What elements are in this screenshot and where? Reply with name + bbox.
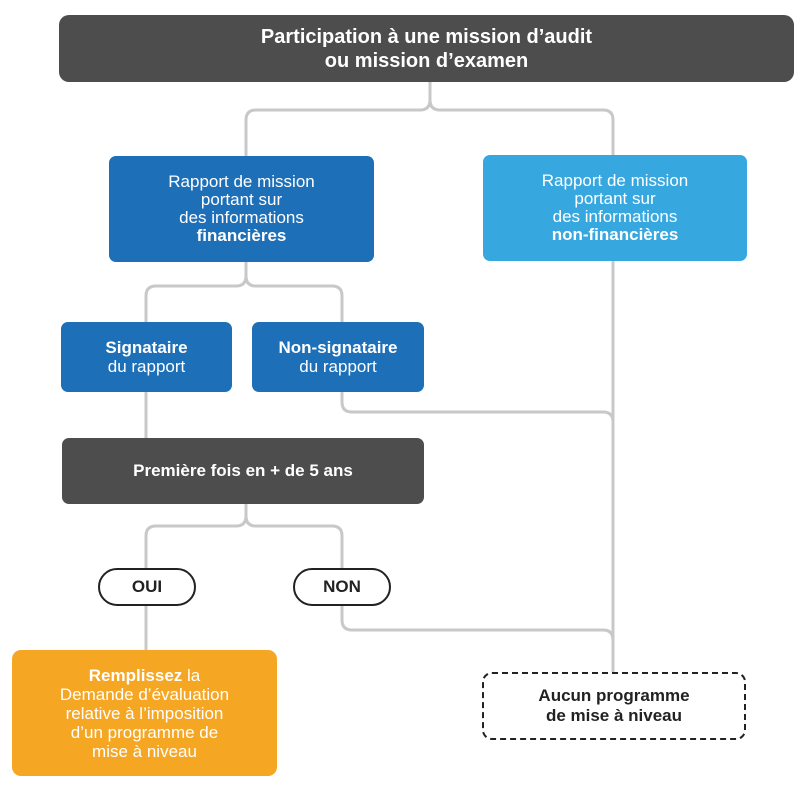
aucun-programme-box: Aucun programme de mise à niveau <box>482 672 746 740</box>
connector-financial-brace <box>144 260 248 324</box>
remplissez-rest: la <box>182 665 201 685</box>
remplissez-line2: Demande d’évaluation <box>59 684 230 704</box>
non-label: NON <box>323 577 361 596</box>
remplissez-line4: d’un programme de <box>70 722 219 742</box>
connector-top-brace <box>244 80 432 158</box>
nonfinancial-line4: non-financières <box>551 225 679 244</box>
premiere-fois-label: Première fois en + de 5 ans <box>133 461 353 480</box>
oui-label: OUI <box>131 577 163 596</box>
top-box-line1: Participation à une mission d’audit <box>260 25 593 48</box>
top-box-line2: ou mission d’examen <box>324 49 529 72</box>
remplissez-line3: relative à l’imposition <box>65 703 224 723</box>
nonfinancial-report-box: Rapport de mission portant sur des infor… <box>483 155 747 261</box>
remplissez-box: Remplissez la Demande d’évaluation relat… <box>12 650 277 776</box>
financial-line3: des informations <box>179 208 304 227</box>
connector-top-right <box>428 98 615 158</box>
nonsignataire-box: Non-signataire du rapport <box>252 322 424 392</box>
aucun-line2: de mise à niveau <box>545 706 683 725</box>
connector-financial-right <box>244 274 344 324</box>
nonsignataire-line1: Non-signataire <box>278 338 398 357</box>
top-box: Participation à une mission d’audit ou m… <box>59 15 794 82</box>
remplissez-bold: Remplissez <box>88 665 183 685</box>
connector-nonsignataire-merge <box>340 390 615 424</box>
financial-line4: financières <box>196 226 287 245</box>
connector-premiere-right <box>244 514 344 570</box>
financial-line1: Rapport de mission <box>168 172 315 191</box>
oui-pill: OUI <box>98 568 196 606</box>
nonfinancial-line1: Rapport de mission <box>541 171 689 190</box>
financial-report-box: Rapport de mission portant sur des infor… <box>109 156 374 262</box>
connector-non-merge <box>340 604 615 642</box>
premiere-fois-box: Première fois en + de 5 ans <box>62 438 424 504</box>
connector-premiere-brace <box>144 502 248 570</box>
remplissez-line5: mise à niveau <box>92 741 197 761</box>
aucun-line1: Aucun programme <box>538 686 690 705</box>
signataire-box: Signataire du rapport <box>61 322 232 392</box>
signataire-line1: Signataire <box>105 338 188 357</box>
nonfinancial-line3: des informations <box>552 207 678 226</box>
non-pill: NON <box>293 568 391 606</box>
remplissez-line1: Remplissez la <box>89 666 201 685</box>
nonfinancial-line2: portant sur <box>574 189 656 208</box>
nonsignataire-line2: du rapport <box>299 357 377 376</box>
financial-line2: portant sur <box>200 190 283 209</box>
signataire-line2: du rapport <box>107 357 186 376</box>
